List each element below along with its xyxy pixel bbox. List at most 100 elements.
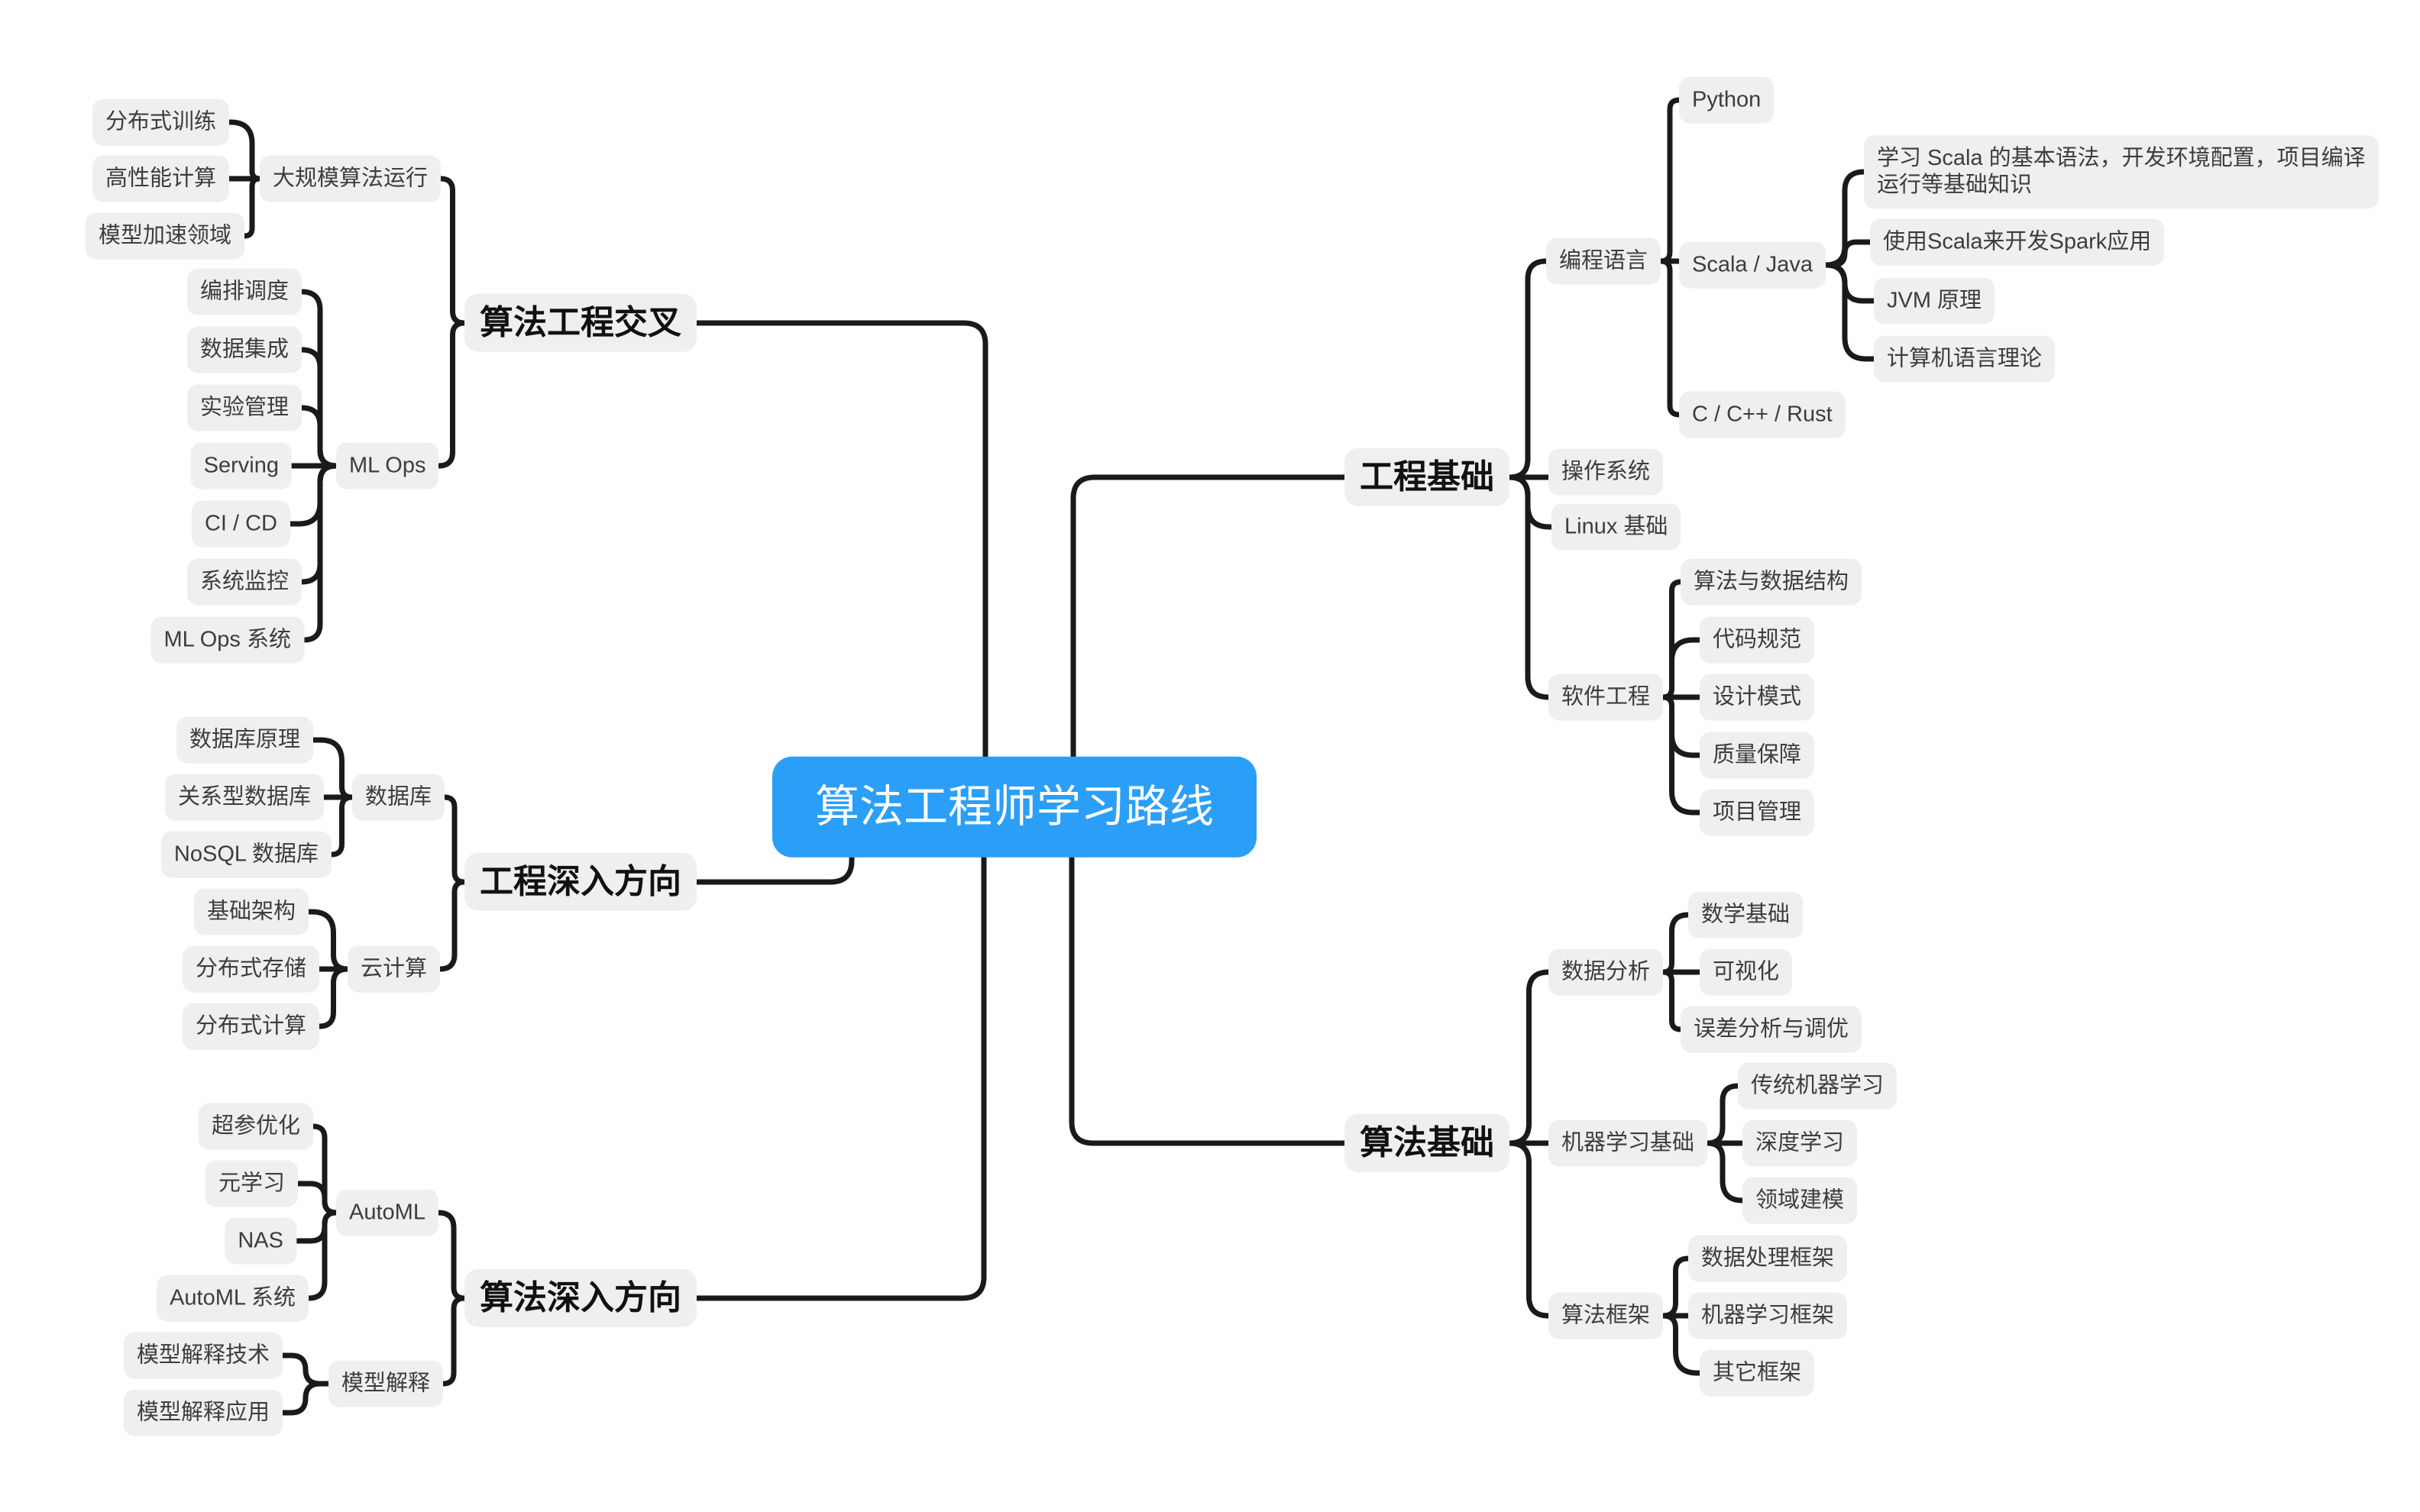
connector-scala-java-lang-theory xyxy=(1823,262,1877,362)
mindmap-node-hpc[interactable]: 高性能计算 xyxy=(92,155,229,202)
connector-software-eng-project-mgmt xyxy=(1660,694,1703,816)
mindmap-node-domain-modeling[interactable]: 领域建模 xyxy=(1742,1177,1858,1224)
connector-algo-framework-data-framework xyxy=(1660,1255,1691,1319)
mindmap-node-code-std[interactable]: 代码规范 xyxy=(1700,616,1815,664)
mindmap-node-center[interactable]: 算法工程师学习路线 xyxy=(772,756,1257,858)
mindmap-node-hyperparam[interactable]: 超参优化 xyxy=(198,1103,313,1150)
mindmap-node-scala-basic[interactable]: 学习 Scala 的基本语法，开发环境配置，项目编译运行等基础知识 xyxy=(1864,135,2379,208)
connector-algo-framework-other-framework xyxy=(1660,1313,1703,1376)
mindmap-node-design-pattern[interactable]: 设计模式 xyxy=(1700,674,1815,721)
mindmap-node-software-eng[interactable]: 软件工程 xyxy=(1548,674,1664,721)
mindmap-node-lang-theory[interactable]: 计算机语言理论 xyxy=(1874,335,2056,383)
mindmap-node-c-cpp-rust[interactable]: C / C++ / Rust xyxy=(1679,391,1846,438)
connector-algo-deep-automl xyxy=(435,1210,467,1301)
connector-scala-java-jvm xyxy=(1823,262,1877,304)
mindmap-node-orchestration[interactable]: 编排调度 xyxy=(186,268,302,315)
mindmap-node-database[interactable]: 数据库 xyxy=(352,774,445,821)
mindmap-node-math-basic[interactable]: 数学基础 xyxy=(1688,891,1804,939)
connector-eng-deep-database xyxy=(442,794,467,885)
connector-prog-lang-python xyxy=(1658,97,1682,264)
mindmap-node-ml-framework[interactable]: 机器学习框架 xyxy=(1688,1292,1848,1339)
mindmap-node-meta-learning[interactable]: 元学习 xyxy=(205,1160,298,1207)
mindmap-node-sys-monitor[interactable]: 系统监控 xyxy=(186,558,302,606)
mindmap-node-model-explain[interactable]: 模型解释 xyxy=(328,1360,444,1407)
mindmap-node-qa[interactable]: 质量保障 xyxy=(1700,732,1815,779)
mindmap-node-scala-spark[interactable]: 使用Scala来开发Spark应用 xyxy=(1870,218,2165,266)
mindmap-node-cloud[interactable]: 云计算 xyxy=(348,945,441,993)
mindmap-node-explain-tech[interactable]: 模型解释技术 xyxy=(123,1332,283,1379)
mindmap-node-linux[interactable]: Linux 基础 xyxy=(1551,503,1681,551)
connector-algo-base-algo-framework xyxy=(1506,1140,1551,1319)
mindmap-node-ci-cd[interactable]: CI / CD xyxy=(191,500,290,548)
mindmap-node-dist-compute[interactable]: 分布式计算 xyxy=(182,1003,319,1050)
mindmap-node-visualization[interactable]: 可视化 xyxy=(1700,948,1793,996)
mindmap-node-dist-train[interactable]: 分布式训练 xyxy=(92,99,229,146)
connector-eng-base-software-eng xyxy=(1506,474,1551,700)
connector-software-eng-code-std xyxy=(1660,637,1703,700)
mindmap-node-dist-storage[interactable]: 分布式存储 xyxy=(182,945,319,993)
mindmap-node-experiment-mgmt[interactable]: 实验管理 xyxy=(186,384,302,431)
mindmap-node-nas[interactable]: NAS xyxy=(225,1217,296,1265)
connector-eng-cross-ml-ops xyxy=(435,320,467,469)
mindmap-node-infra[interactable]: 基础架构 xyxy=(193,888,309,935)
mindmap-node-relational-db[interactable]: 关系型数据库 xyxy=(164,774,324,821)
mindmap-node-deep-learning[interactable]: 深度学习 xyxy=(1742,1119,1858,1167)
connector-eng-cross-large-scale xyxy=(438,176,467,326)
mindmap-node-large-scale[interactable]: 大规模算法运行 xyxy=(260,155,442,202)
mindmap-node-error-analysis[interactable]: 误差分析与调优 xyxy=(1681,1006,1862,1053)
mindmap-node-automl-system[interactable]: AutoML 系统 xyxy=(157,1275,309,1322)
mindmap-node-eng-cross[interactable]: 算法工程交叉 xyxy=(464,293,697,353)
connector-algo-base-data-analysis xyxy=(1506,969,1551,1146)
mindmap-node-python[interactable]: Python xyxy=(1679,76,1775,124)
connector-ml-basic-domain-modeling xyxy=(1704,1140,1745,1203)
mindmap-node-db-principle[interactable]: 数据库原理 xyxy=(176,716,313,764)
connector-model-explain-explain-tech xyxy=(280,1352,332,1387)
mindmap-node-traditional-ml[interactable]: 传统机器学习 xyxy=(1738,1062,1897,1110)
mindmap-node-data-framework[interactable]: 数据处理框架 xyxy=(1688,1235,1848,1282)
connector-data-analysis-math-basic xyxy=(1660,912,1691,975)
connector-software-eng-qa xyxy=(1660,694,1703,758)
mindmap-node-scala-java[interactable]: Scala / Java xyxy=(1679,241,1826,289)
mindmap-node-automl[interactable]: AutoML xyxy=(336,1189,438,1236)
connector-prog-lang-c-cpp-rust xyxy=(1658,258,1682,418)
connector-data-analysis-error-analysis xyxy=(1660,969,1684,1032)
mindmap-node-ml-ops[interactable]: ML Ops xyxy=(336,442,439,489)
connector-database-nosql-db xyxy=(328,794,355,858)
mindmap-node-os[interactable]: 操作系统 xyxy=(1548,448,1664,496)
connector-eng-deep-cloud xyxy=(437,879,467,972)
connector-ml-basic-traditional-ml xyxy=(1704,1083,1741,1146)
mindmap-node-project-mgmt[interactable]: 项目管理 xyxy=(1700,789,1815,836)
connector-large-scale-dist-train xyxy=(226,119,263,182)
mindmap-node-ml-basic[interactable]: 机器学习基础 xyxy=(1548,1119,1708,1167)
mindmap-node-mlops-system[interactable]: ML Ops 系统 xyxy=(150,616,304,664)
connector-automl-meta-learning xyxy=(295,1181,339,1216)
mindmap-node-algo-ds[interactable]: 算法与数据结构 xyxy=(1681,558,1862,606)
mindmap-node-nosql-db[interactable]: NoSQL 数据库 xyxy=(160,831,332,878)
mindmap-node-algo-base[interactable]: 算法基础 xyxy=(1344,1113,1509,1173)
mindmap-node-prog-lang[interactable]: 编程语言 xyxy=(1546,237,1661,285)
mindmap-node-explain-app[interactable]: 模型解释应用 xyxy=(123,1389,283,1436)
connector-center-algo-deep xyxy=(694,855,987,1301)
mindmap-node-data-analysis[interactable]: 数据分析 xyxy=(1548,948,1664,996)
connector-center-eng-base xyxy=(1070,474,1348,760)
mindmap-node-jvm[interactable]: JVM 原理 xyxy=(1874,277,1995,325)
mindmap-node-other-framework[interactable]: 其它框架 xyxy=(1700,1349,1815,1397)
connector-eng-base-prog-lang xyxy=(1506,258,1549,480)
connector-algo-deep-model-explain xyxy=(440,1295,467,1387)
mindmap-node-serving[interactable]: Serving xyxy=(190,442,292,489)
connector-large-scale-model-accel xyxy=(241,176,263,239)
connector-automl-automl-system xyxy=(306,1210,339,1301)
mindmap-node-eng-base[interactable]: 工程基础 xyxy=(1344,447,1509,507)
connector-ml-ops-experiment-mgmt xyxy=(299,405,339,469)
mindmap-node-algo-deep[interactable]: 算法深入方向 xyxy=(464,1268,697,1328)
connector-ml-ops-mlops-system xyxy=(301,463,339,643)
mindmap-node-data-integration[interactable]: 数据集成 xyxy=(186,326,302,373)
mindmap-node-eng-deep[interactable]: 工程深入方向 xyxy=(464,852,697,912)
connector-center-eng-cross xyxy=(694,320,988,760)
connector-cloud-dist-compute xyxy=(316,966,351,1029)
mindmap-node-model-accel[interactable]: 模型加速领域 xyxy=(85,212,244,260)
connector-center-eng-deep xyxy=(694,855,855,885)
mindmap-node-algo-framework[interactable]: 算法框架 xyxy=(1548,1292,1664,1339)
